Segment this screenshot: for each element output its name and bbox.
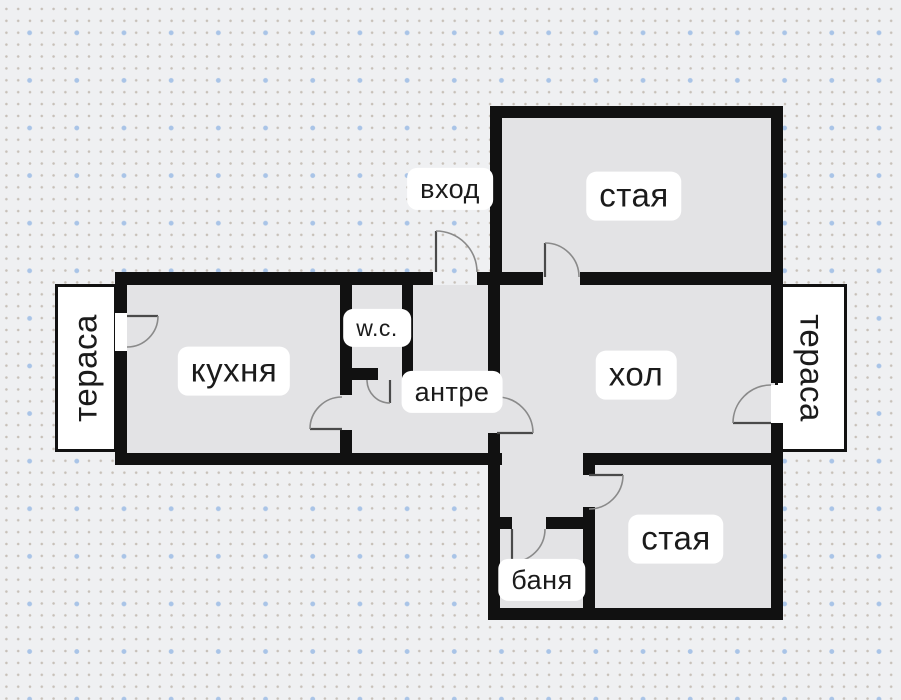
room-label-room-top: стая — [586, 171, 682, 221]
wall-wc-bottom — [340, 368, 378, 380]
room-label-entrance: вход — [407, 167, 493, 211]
wall-right-upper — [771, 106, 783, 383]
wall-bottom-room-left-1 — [583, 465, 595, 475]
terrace-left-doorway — [115, 313, 127, 351]
wall-hall-living-upper — [488, 285, 500, 397]
entrance-door-arc — [435, 230, 478, 273]
wall-outer-bottom — [488, 608, 783, 620]
room-label-wc: w.c. — [343, 308, 411, 348]
wall-band-top-3 — [580, 272, 771, 285]
wall-top-room-top — [490, 106, 783, 118]
room-label-terrace-left: тераса — [66, 314, 104, 422]
room-label-terrace-right: тераса — [793, 314, 831, 422]
room-label-kitchen: кухня — [177, 346, 291, 396]
wall-band-top-1 — [115, 272, 433, 285]
wall-bath-top-1 — [500, 517, 512, 529]
wall-kitchen-left-1 — [115, 272, 127, 313]
wall-top-room-left — [490, 106, 502, 285]
room-label-room-bottom: стая — [628, 514, 724, 564]
room-label-bathroom: баня — [498, 558, 586, 602]
wall-right-lower — [771, 423, 783, 620]
wall-hall-living-lower — [488, 433, 500, 620]
wall-kitchen-left-2 — [115, 351, 127, 465]
wall-band-bottom — [115, 453, 502, 465]
room-label-living-room: хол — [595, 350, 677, 400]
room-label-hallway: антре — [401, 370, 503, 414]
wall-band-top-2 — [477, 272, 543, 285]
wall-divider-lower — [340, 430, 352, 453]
wall-bath-top-2 — [546, 517, 595, 529]
wall-bottom-room-left-2 — [583, 507, 595, 620]
wall-bottom-room-top — [583, 453, 783, 465]
terrace-right-doorway — [771, 385, 783, 423]
